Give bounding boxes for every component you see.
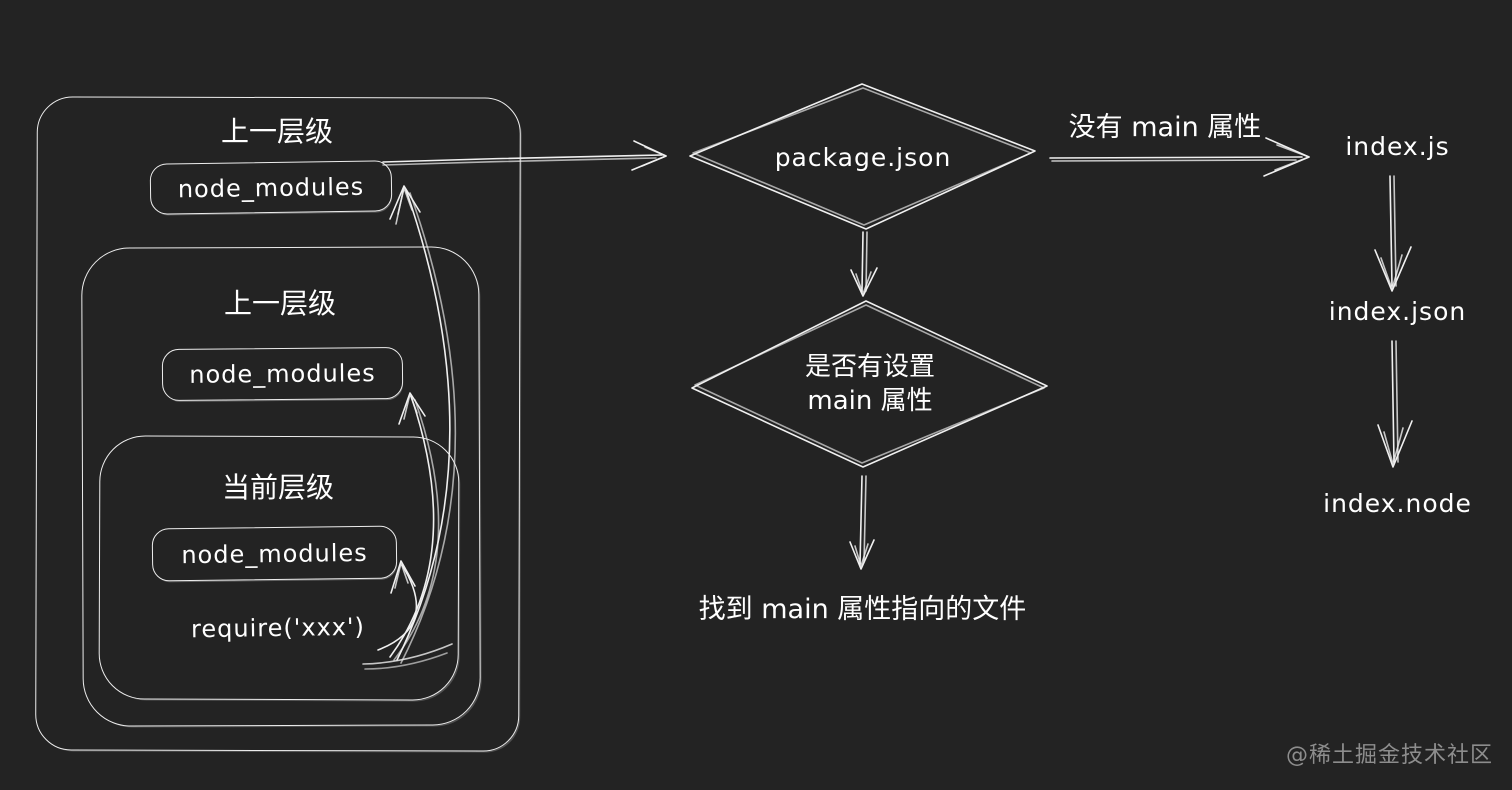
main-attr-decision-line1: 是否有设置 (804, 352, 935, 382)
fallback-file-index-js: index.js (1345, 132, 1450, 161)
middle-level-title: 上一层级 (223, 287, 336, 320)
main-attr-decision-label: 是否有设置 main 属性 (692, 350, 1048, 418)
arrow-main-to-result (849, 475, 875, 570)
node-modules-box-current: node_modules (151, 525, 398, 582)
no-main-branch-label: 没有 main 属性 (1068, 112, 1262, 143)
node-modules-label-middle: node_modules (189, 359, 376, 389)
node-modules-label-current: node_modules (181, 538, 368, 569)
fallback-file-index-node: index.node (1323, 489, 1472, 518)
outer-level-title: 上一层级 (220, 115, 333, 148)
node-modules-label-outer: node_modules (177, 172, 365, 203)
node-modules-box-middle: node_modules (161, 346, 404, 402)
main-attr-decision-line2: main 属性 (807, 386, 933, 416)
package-json-decision-label: package.json (774, 143, 952, 172)
arrow-indexjs-to-indexjson (1374, 175, 1412, 292)
fallback-file-index-json: index.json (1328, 297, 1467, 326)
require-call-label: require('xxx') (190, 612, 366, 644)
node-modules-box-outer: node_modules (149, 160, 393, 215)
watermark: @稀土掘金技术社区 (1285, 743, 1493, 768)
current-level-title: 当前层级 (221, 471, 334, 504)
arrow-package-to-main (850, 231, 878, 297)
main-result-label: 找到 main 属性指向的文件 (698, 594, 1027, 625)
arrow-indexjson-to-indexnode (1377, 340, 1413, 468)
